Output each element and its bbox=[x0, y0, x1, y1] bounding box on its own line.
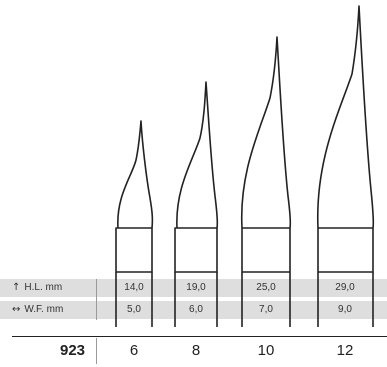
size-row-rule bbox=[12, 336, 387, 337]
size-divider bbox=[96, 338, 97, 364]
size-10: 10 bbox=[257, 342, 275, 359]
brush-12-icon bbox=[316, 5, 375, 273]
hl-value-8: 19,0 bbox=[186, 282, 206, 293]
brush-10-icon bbox=[240, 36, 292, 273]
hl-row-label: ↑H.L. mm bbox=[12, 279, 62, 297]
hl-label-text: H.L. mm bbox=[24, 282, 63, 293]
size-6: 6 bbox=[129, 342, 139, 359]
brush-6-icon bbox=[115, 120, 154, 273]
brush-8-icon bbox=[174, 81, 219, 273]
wf-value-8: 6,0 bbox=[189, 304, 203, 315]
label-divider bbox=[96, 279, 97, 320]
wf-value-10: 7,0 bbox=[259, 304, 273, 315]
series-number: 923 bbox=[60, 342, 86, 359]
wf-label-text: W.F. mm bbox=[24, 304, 64, 315]
wf-value-6: 5,0 bbox=[127, 304, 141, 315]
hl-value-6: 14,0 bbox=[124, 282, 144, 293]
wf-value-12: 9,0 bbox=[338, 304, 352, 315]
wf-row-label: ↔W.F. mm bbox=[12, 301, 63, 319]
up-arrow-icon: ↑ bbox=[12, 282, 21, 293]
left-right-arrow-icon: ↔ bbox=[12, 304, 21, 315]
size-8: 8 bbox=[191, 342, 201, 359]
hl-value-12: 29,0 bbox=[335, 282, 355, 293]
size-12: 12 bbox=[336, 342, 354, 359]
hl-value-10: 25,0 bbox=[256, 282, 276, 293]
